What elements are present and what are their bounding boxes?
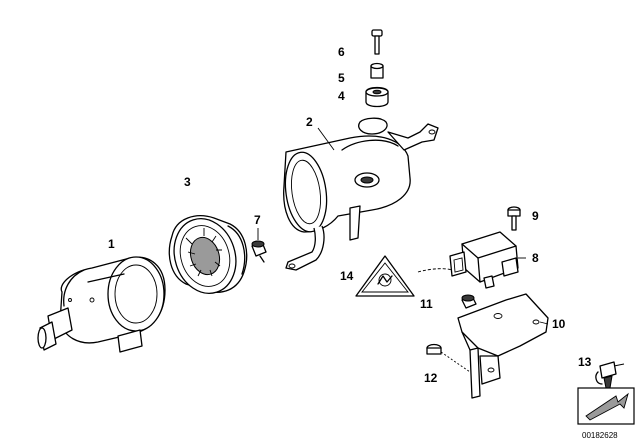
diagram-code: 00182628 xyxy=(582,431,618,440)
label-part-12: 12 xyxy=(424,371,438,385)
leader-lines xyxy=(257,127,625,367)
part-11-cable[interactable] xyxy=(417,268,477,309)
label-part-10: 10 xyxy=(552,317,566,331)
part-8-sensor-module[interactable] xyxy=(449,231,519,289)
label-part-2: 2 xyxy=(306,115,313,129)
label-part-3: 3 xyxy=(184,175,191,189)
part-5-sleeve[interactable] xyxy=(370,62,384,79)
part-13-clip[interactable] xyxy=(595,361,617,389)
part-7-screw[interactable] xyxy=(251,240,267,263)
part-3-gear-ring[interactable] xyxy=(165,211,248,302)
part-12-nut[interactable] xyxy=(426,343,471,373)
label-part-4: 4 xyxy=(338,89,345,103)
label-part-13: 13 xyxy=(578,355,592,369)
view-arrow-icon xyxy=(577,387,635,425)
label-part-7: 7 xyxy=(254,213,261,227)
part-6-bolt[interactable] xyxy=(371,29,383,55)
part-10-mounting-plate[interactable] xyxy=(457,293,549,399)
part-1-motor[interactable] xyxy=(37,256,166,353)
label-part-11: 11 xyxy=(420,297,433,311)
label-part-5: 5 xyxy=(338,71,345,85)
label-part-6: 6 xyxy=(338,45,345,59)
label-part-14: 14 xyxy=(340,269,354,283)
part-14-warning-label[interactable] xyxy=(355,255,415,297)
label-part-9: 9 xyxy=(532,209,539,223)
label-part-1: 1 xyxy=(108,237,115,251)
part-9-bolt[interactable] xyxy=(507,206,521,231)
part-4-grommet[interactable] xyxy=(365,86,389,108)
part-2-bracket[interactable] xyxy=(281,117,439,271)
label-part-8: 8 xyxy=(532,251,539,265)
